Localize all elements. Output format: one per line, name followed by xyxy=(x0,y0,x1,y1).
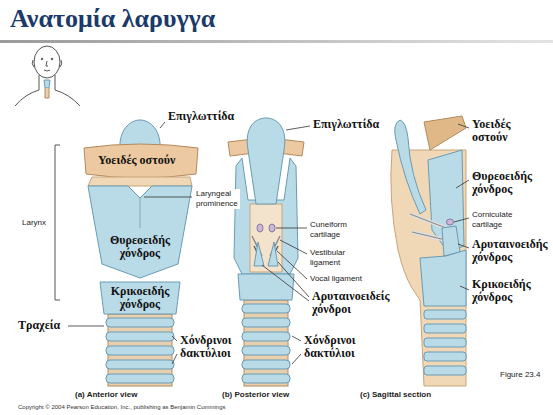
tracheal-ring xyxy=(424,310,466,319)
tracheal-ring xyxy=(242,374,290,383)
corniculate-cartilage xyxy=(447,219,454,225)
sagittal-section xyxy=(391,116,469,386)
leader-lines xyxy=(454,124,469,290)
prominence-ridge xyxy=(140,198,141,228)
thyroid-cartilage xyxy=(88,186,192,278)
ligament-line xyxy=(410,214,446,240)
structure-label: Θυρεοειδής χόνδρος xyxy=(100,234,180,260)
epiglottis xyxy=(247,118,285,204)
arytenoid-cartilage xyxy=(254,242,264,266)
leader-line xyxy=(458,124,469,128)
leader-line xyxy=(280,240,307,254)
leader-line xyxy=(276,228,307,229)
tracheal-ring xyxy=(242,360,290,369)
leader-line xyxy=(454,218,469,222)
trachea-mark xyxy=(45,88,49,98)
structure-label: Κρικοειδής χόνδρος xyxy=(472,278,552,304)
head-outline xyxy=(34,46,60,78)
tracheal-ring xyxy=(106,332,174,341)
region-label: Larynx xyxy=(22,218,46,228)
hyoid-bone xyxy=(424,116,466,150)
structure-label: Corniculate cartilage xyxy=(472,210,524,230)
structure-label: Επιγλωττίδα xyxy=(313,118,379,131)
tracheal-ring xyxy=(424,338,466,347)
structure-label: Αρυταινοειδής χόνδρος xyxy=(472,238,552,264)
cricoid-cartilage xyxy=(100,282,180,314)
cricoid-cartilage xyxy=(238,274,294,300)
figure-number: Figure 23.4 xyxy=(500,370,540,379)
structure-label: Χόνδρινοι δακτύλιοι xyxy=(304,334,366,360)
structure-label: Τραχεία xyxy=(18,319,60,332)
structure-label: Κρικοειδής χόνδρος xyxy=(100,285,180,311)
arytenoid-cartilage xyxy=(442,226,460,256)
laryngeal-wall xyxy=(391,150,466,386)
structure-label: Θυρεοειδής χόνδρος xyxy=(472,170,552,196)
thyrohyoid-membrane xyxy=(88,177,192,186)
slide-title: Ανατομία λαρυγγα xyxy=(10,4,215,34)
structure-label: Χόνδρινοι δακτύλιοι xyxy=(180,334,238,360)
neck xyxy=(39,75,55,90)
arytenoid-cartilage xyxy=(268,242,278,266)
view-caption: (c) Sagittal section xyxy=(360,390,431,400)
tracheal-ring xyxy=(242,304,290,313)
ligament-band xyxy=(410,214,446,240)
tracheal-ring xyxy=(106,346,174,355)
larynx-bracket xyxy=(55,145,60,300)
tracheal-ring xyxy=(106,374,174,383)
tracheal-ring xyxy=(106,360,174,369)
leader-line xyxy=(172,354,177,364)
anterior-view xyxy=(55,120,198,386)
tracheal-ring xyxy=(424,366,466,375)
epiglottis xyxy=(395,120,426,214)
structure-label: Επιγλωττίδα xyxy=(168,110,234,123)
leader-line xyxy=(278,262,309,297)
larynx-mark xyxy=(44,80,50,88)
leader-line xyxy=(458,244,469,248)
title-rule xyxy=(0,40,553,43)
leader-line xyxy=(68,326,104,327)
structure-label: Αρυταινοειδείς χόνδροι xyxy=(312,290,407,316)
leader-line xyxy=(172,336,177,341)
view-caption: (b) Posterior view xyxy=(222,390,289,400)
structure-label: Υοειδές οστούν xyxy=(98,154,175,167)
leader-lines xyxy=(262,126,310,364)
tracheal-ring xyxy=(424,324,466,333)
leader-line xyxy=(456,180,469,188)
structure-label: Υοειδές οστούν xyxy=(472,118,532,144)
structure-label: Vestibular ligament xyxy=(310,248,360,268)
cricoid-cartilage xyxy=(420,250,466,306)
tracheal-ring xyxy=(242,318,290,327)
leader-line xyxy=(277,251,307,279)
leader-line xyxy=(160,122,165,128)
leader-line xyxy=(292,354,301,364)
structure-label: Laryngeal prominence xyxy=(196,189,240,209)
structure-label: Vocal ligament xyxy=(310,274,362,284)
tracheal-ring xyxy=(424,352,466,361)
eye xyxy=(41,58,43,60)
leader-line xyxy=(292,336,301,341)
tracheal-ring xyxy=(242,332,290,341)
tracheal-ring xyxy=(242,346,290,355)
leader-lines xyxy=(68,122,192,364)
posterior-view xyxy=(228,118,310,386)
leader-line xyxy=(460,286,469,290)
head-sketch xyxy=(15,46,80,106)
cuneiform-cartilage xyxy=(269,224,275,232)
eye xyxy=(51,58,53,60)
face xyxy=(44,61,50,71)
leader-line xyxy=(286,126,310,130)
tracheal-ring xyxy=(106,318,174,327)
structure-label: Cuneiform cartilage xyxy=(310,220,360,240)
leader-line xyxy=(144,197,192,198)
copyright-note: Copyright © 2004 Pearson Education, Inc.… xyxy=(18,404,226,410)
cuneiform-cartilage xyxy=(257,224,263,232)
leader-line xyxy=(262,265,309,301)
view-caption: (a) Anterior view xyxy=(75,390,137,400)
hyoid-bone xyxy=(84,144,198,178)
laryngeal-cavity xyxy=(250,204,282,272)
